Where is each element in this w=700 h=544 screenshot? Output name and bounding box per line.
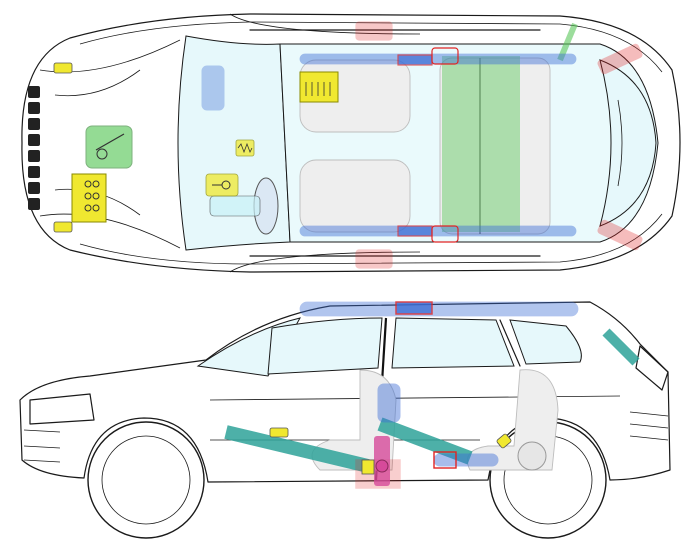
seat-occupancy-icon xyxy=(85,125,133,169)
top-belt-anchor-front-right xyxy=(355,249,393,269)
top-body-outline xyxy=(21,13,681,273)
side-front-tire xyxy=(87,421,205,539)
side-rear-window xyxy=(391,317,515,369)
control-unit-icon xyxy=(71,173,107,223)
side-quarter-window xyxy=(509,319,582,365)
top-rear-window xyxy=(599,59,657,227)
spring-sensor-icon xyxy=(235,139,255,157)
sensor-chip-icon xyxy=(269,427,289,438)
side-roof-rail xyxy=(299,301,579,317)
top-front-seat-right xyxy=(299,159,411,233)
side-b-pillar-airbag xyxy=(377,383,401,423)
top-view xyxy=(21,13,681,273)
front-sensor-grid-icon xyxy=(28,86,40,210)
top-belt-anchor-mid-right xyxy=(431,225,459,243)
side-seatbelt-rear-pillar xyxy=(602,328,640,366)
occupant-sensor-mat xyxy=(299,71,339,103)
side-seatbelt-front xyxy=(224,425,370,473)
top-curtain-airbag-left xyxy=(299,53,577,65)
sensor-chip-icon xyxy=(361,459,375,475)
sensor-chip-icon xyxy=(53,62,73,74)
top-rear-anchor-left xyxy=(597,43,643,75)
top-belt-anchor-mid-left xyxy=(431,47,459,65)
side-front-window xyxy=(267,317,383,375)
sensor-chip-icon xyxy=(53,221,73,233)
side-rear-floor-curtain xyxy=(433,453,499,467)
key-ignition-icon xyxy=(205,173,239,197)
dash-airbag-slot xyxy=(201,65,225,111)
top-rear-bench xyxy=(439,57,551,235)
top-rear-anchor-right xyxy=(597,219,643,251)
top-belt-anchor-front-left xyxy=(355,21,393,41)
side-view xyxy=(19,301,671,539)
sensor-chip-icon xyxy=(496,433,512,449)
side-body-outline xyxy=(19,301,671,483)
top-center-airbag-panel xyxy=(442,56,520,232)
top-curtain-airbag-right xyxy=(299,225,577,237)
